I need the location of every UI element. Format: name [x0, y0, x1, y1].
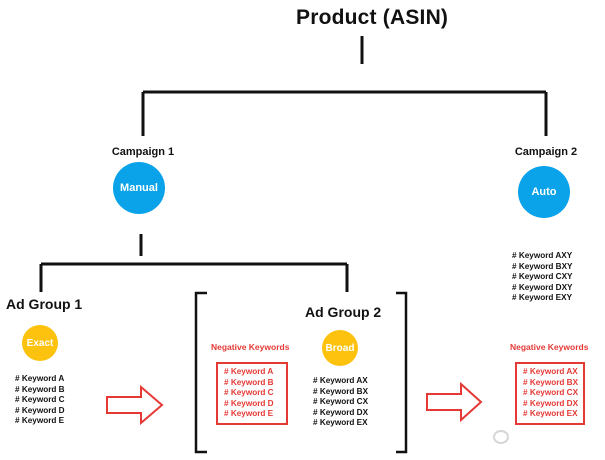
list-item: # Keyword A — [15, 374, 65, 383]
list-item: # Keyword BX — [313, 386, 369, 396]
list-item: # Keyword AX — [313, 376, 368, 385]
list-item: # Keyword B — [15, 384, 65, 394]
list-item: # Keyword A — [224, 367, 274, 376]
list-item: # Keyword C — [224, 388, 274, 398]
list-item: # Keyword BX — [523, 377, 579, 387]
list-item: # Keyword EXY — [512, 293, 573, 303]
list-item: # Keyword E — [224, 409, 274, 419]
left-bracket — [194, 291, 207, 454]
adgroup2-label: Ad Group 2 — [305, 304, 382, 320]
campaign2-negative-box: # Keyword AX # Keyword BX # Keyword CX #… — [515, 362, 585, 425]
adgroup2-keyword-list: # Keyword AX # Keyword BX # Keyword CX #… — [313, 376, 368, 429]
right-bracket — [396, 291, 408, 454]
list-item: # Keyword AX — [523, 367, 578, 376]
list-item: # Keyword DX — [313, 407, 369, 417]
campaign2-negative-title: Negative Keywords — [510, 342, 589, 352]
watermark-icon — [493, 430, 509, 444]
campaign1-manual-circle: Manual — [113, 162, 165, 214]
campaign1-type: Manual — [120, 182, 158, 194]
campaign2-auto-circle: Auto — [518, 166, 570, 218]
adgroup1-exact-circle: Exact — [22, 325, 58, 361]
adgroup1-label: Ad Group 1 — [6, 296, 83, 312]
list-item: # Keyword D — [224, 398, 274, 408]
list-item: # Keyword EX — [313, 418, 368, 428]
list-item: # Keyword AXY — [512, 251, 573, 260]
campaign2-label: Campaign 2 — [514, 146, 578, 158]
campaign2-type: Auto — [531, 186, 557, 198]
list-item: # Keyword E — [15, 416, 65, 426]
adgroup2-negative-box: # Keyword A # Keyword B # Keyword C # Ke… — [216, 362, 288, 425]
campaign2-keyword-list: # Keyword AXY # Keyword BXY # Keyword CX… — [512, 251, 573, 304]
list-item: # Keyword CX — [523, 388, 579, 398]
adgroup2-negative-title: Negative Keywords — [211, 342, 290, 352]
list-item: # Keyword DX — [523, 398, 579, 408]
campaign1-label: Campaign 1 — [111, 146, 175, 158]
arrow-to-adgroup2 — [106, 384, 164, 426]
adgroup2-broad-circle: Broad — [322, 330, 358, 366]
adgroup2-match: Broad — [325, 342, 355, 354]
list-item: # Keyword DXY — [512, 282, 573, 292]
list-item: # Keyword EX — [523, 409, 578, 419]
list-item: # Keyword B — [224, 377, 274, 387]
list-item: # Keyword C — [15, 395, 65, 405]
list-item: # Keyword CX — [313, 397, 369, 407]
adgroup1-keyword-list: # Keyword A # Keyword B # Keyword C # Ke… — [15, 374, 65, 427]
list-item: # Keyword CXY — [512, 272, 573, 282]
list-item: # Keyword BXY — [512, 261, 573, 271]
product-title: Product (ASIN) — [296, 6, 449, 29]
list-item: # Keyword D — [15, 405, 65, 415]
adgroup1-match: Exact — [26, 337, 54, 349]
arrow-to-campaign2 — [426, 381, 483, 423]
